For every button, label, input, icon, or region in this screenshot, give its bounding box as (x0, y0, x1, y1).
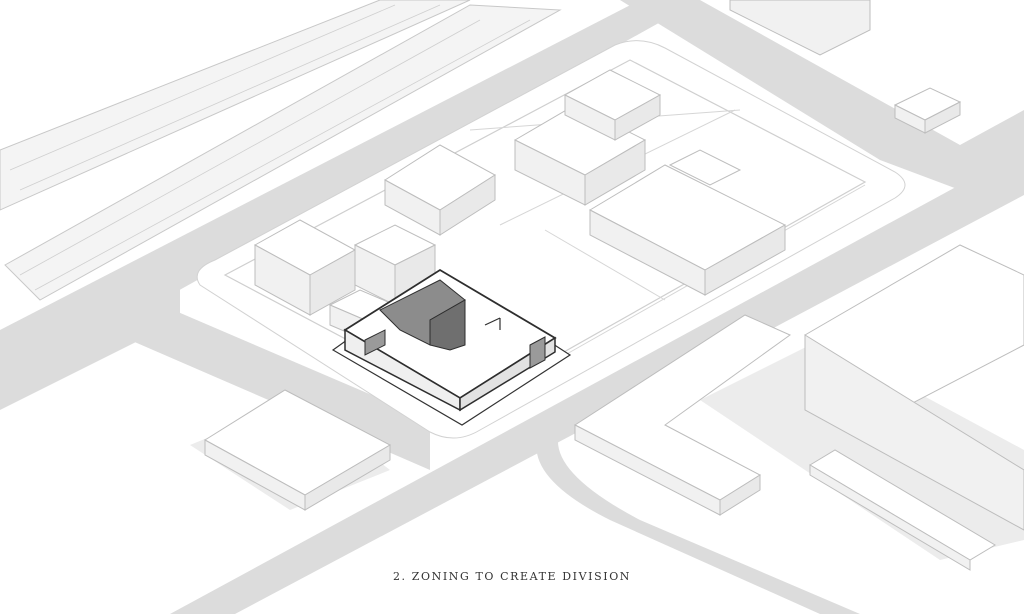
highlighted-zoning-building (331, 268, 572, 426)
parking-stalls (9, 4, 531, 291)
zoning-void-shade (429, 299, 466, 351)
road-south-diagonal (170, 150, 1024, 614)
road-west-block-edge (0, 275, 180, 410)
zoning-division-west (364, 329, 386, 356)
context-buildings (204, 0, 1024, 571)
building-southwest (204, 389, 392, 511)
building-northeast (729, 0, 962, 134)
parking-lot-2 (4, 4, 562, 301)
building-east-large (804, 244, 1024, 571)
road-east (620, 0, 1024, 190)
building-complex-east (588, 149, 787, 296)
parking-lot-1 (0, 0, 471, 211)
building-southeast-l (574, 314, 791, 516)
diagram-caption: 2. ZONING TO CREATE DIVISION (392, 570, 632, 583)
building-cluster-north (513, 69, 662, 206)
parking-lots (0, 0, 562, 301)
lot-divider-3 (544, 229, 666, 301)
zoning-division-east (529, 336, 546, 369)
